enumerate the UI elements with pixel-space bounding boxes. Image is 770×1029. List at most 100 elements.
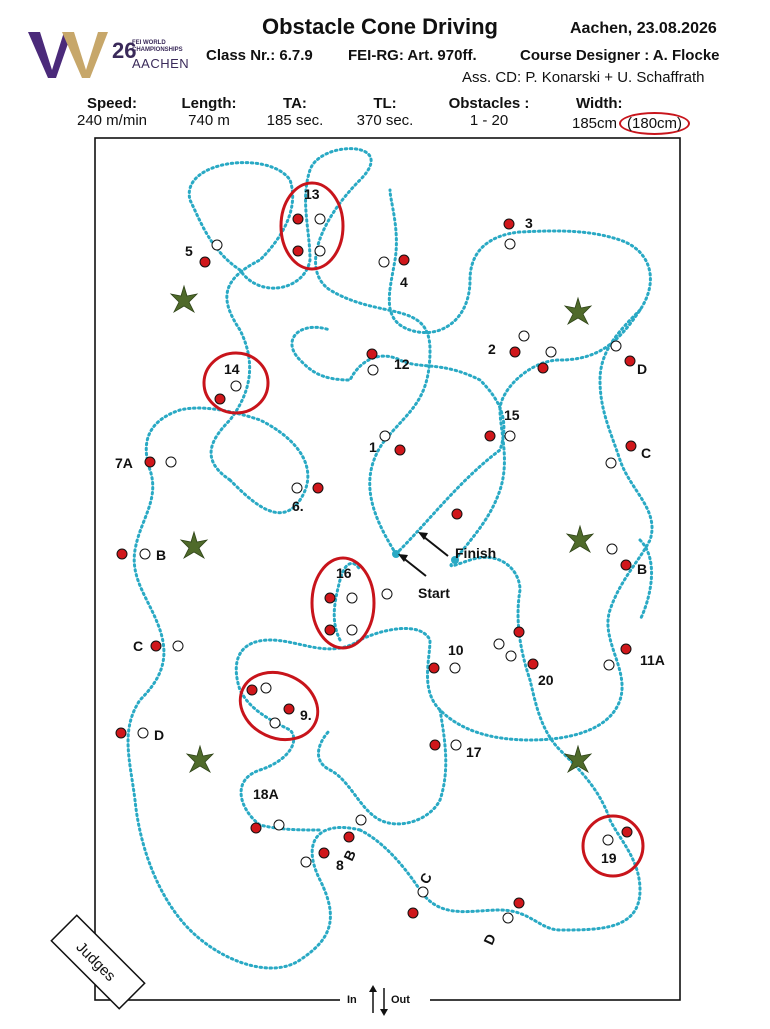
label-obstacle-2: 2 xyxy=(488,341,496,357)
stat-label: TA: xyxy=(283,95,307,112)
label-obstacle-17: 17 xyxy=(466,744,482,760)
cone-pair-7b xyxy=(116,548,151,560)
route-path xyxy=(126,147,654,970)
cone-pair-8c xyxy=(407,886,429,919)
label-obstacle-20: 20 xyxy=(538,672,554,688)
label-obstacle-11b: B xyxy=(637,561,647,577)
assistant-designers: Ass. CD: P. Konarski + U. Schaffrath xyxy=(462,69,705,86)
logo-city: AACHEN xyxy=(132,56,190,71)
highlight-13 xyxy=(279,181,345,271)
stat-speed: Speed: 240 m/min xyxy=(70,95,154,129)
cone-pair-1 xyxy=(379,430,406,456)
label-obstacle-7c: C xyxy=(133,638,143,654)
cone-pair-19 xyxy=(602,826,633,846)
stat-value: 370 sec. xyxy=(356,112,414,129)
highlight-19 xyxy=(581,814,645,878)
judges-box: Judges xyxy=(50,914,146,1010)
label-obstacle-8c: C xyxy=(416,870,435,886)
stat-label: Obstacles : xyxy=(448,95,530,112)
label-start: Start xyxy=(418,585,450,601)
label-obstacle-16: 16 xyxy=(336,565,352,581)
stat-width: Width: 185cm(180cm) xyxy=(572,95,702,135)
stat-label: TL: xyxy=(373,95,397,112)
label-obstacle-3: 3 xyxy=(525,215,533,231)
course-designer: Course Designer : A. Flocke xyxy=(520,47,720,64)
stat-ta: TA: 185 sec. xyxy=(262,95,328,129)
stat-label: Length: xyxy=(181,95,237,112)
highlight-9 xyxy=(238,670,320,742)
label-obstacle-5: 5 xyxy=(185,243,193,259)
stat-length: Length: 740 m xyxy=(170,95,248,129)
cone-pair-7c xyxy=(150,640,184,652)
stat-value: 185 sec. xyxy=(266,112,324,129)
page-title: Obstacle Cone Driving xyxy=(262,14,498,39)
plant-icon xyxy=(563,296,593,326)
stat-value: 740 m xyxy=(188,112,230,129)
label-obstacle-13: 13 xyxy=(304,186,320,202)
plant-icon xyxy=(563,744,593,774)
stat-value: 1 - 20 xyxy=(469,112,509,129)
cone-single xyxy=(451,508,463,520)
cone-single xyxy=(381,588,393,600)
label-obstacle-10: 10 xyxy=(448,642,464,658)
stat-value: 185cm xyxy=(572,115,618,132)
fei-rule: FEI-RG: Art. 970ff. xyxy=(348,47,477,64)
wec-logo: 26 xyxy=(28,32,136,78)
cone-pair-15 xyxy=(484,430,516,442)
cone-pair-13 xyxy=(292,213,326,257)
stat-tl: TL: 370 sec. xyxy=(350,95,420,129)
label-obstacle-7a: 7A xyxy=(115,455,133,471)
cone-pair-7d xyxy=(115,727,149,739)
cone-pair-6 xyxy=(291,482,324,494)
plant-icon xyxy=(565,524,595,554)
highlight-16 xyxy=(310,556,376,650)
label-in: In xyxy=(347,994,357,1006)
plant-icon xyxy=(179,530,209,560)
finish-arrowhead xyxy=(418,532,428,540)
label-obstacle-18a: 18A xyxy=(253,786,279,802)
cone-pair-12 xyxy=(366,348,379,376)
stat-value-group: 185cm(180cm) xyxy=(572,112,702,135)
cone-pair-11b xyxy=(606,543,632,571)
finish-point xyxy=(451,556,459,564)
label-finish: Finish xyxy=(455,545,496,561)
label-obstacle-11a: 11A xyxy=(640,652,665,668)
stat-label: Width: xyxy=(576,95,623,112)
start-point xyxy=(392,550,400,558)
stat-label: Speed: xyxy=(86,95,137,112)
label-obstacle-4: 4 xyxy=(400,274,408,290)
cone-pair-10 xyxy=(428,662,461,674)
label-obstacle-19: 19 xyxy=(601,850,617,866)
cone-pair-3 xyxy=(503,218,516,250)
label-out: Out xyxy=(391,994,410,1006)
arena-border xyxy=(94,137,681,1001)
place-date: Aachen, 23.08.2026 xyxy=(570,20,717,37)
cone-pair-4 xyxy=(378,254,410,268)
label-obstacle-15: 15 xyxy=(504,407,520,423)
cone-pair-8b xyxy=(343,814,367,843)
highlight-group xyxy=(202,181,645,878)
label-obstacle-12: 12 xyxy=(394,356,410,372)
label-obstacle-7d: D xyxy=(154,727,164,743)
class-number: Class Nr.: 6.7.9 xyxy=(206,47,313,64)
out-arrowhead xyxy=(380,1009,388,1016)
stat-value: 240 m/min xyxy=(76,112,148,129)
cone-pair-8 xyxy=(300,847,330,868)
label-obstacle-14: 14 xyxy=(224,361,240,377)
plant-group xyxy=(169,284,595,774)
plant-icon xyxy=(169,284,199,314)
stat-value-extra: (180cm) xyxy=(619,112,691,135)
cones-group xyxy=(115,213,637,924)
cone-pair-16 xyxy=(324,592,358,636)
stat-obstacles: Obstacles : 1 - 20 xyxy=(436,95,542,129)
highlight-14 xyxy=(202,351,270,415)
label-obstacle-8: 8 xyxy=(336,857,344,873)
plant-icon xyxy=(185,744,215,774)
cone-pair-11c xyxy=(605,440,637,469)
cone-pair-17 xyxy=(429,739,462,751)
label-obstacle-8d: D xyxy=(480,931,499,947)
cone-pair-9 xyxy=(246,682,295,729)
cone-pair-2 xyxy=(509,330,557,374)
label-obstacle-9: 9. xyxy=(300,707,312,723)
